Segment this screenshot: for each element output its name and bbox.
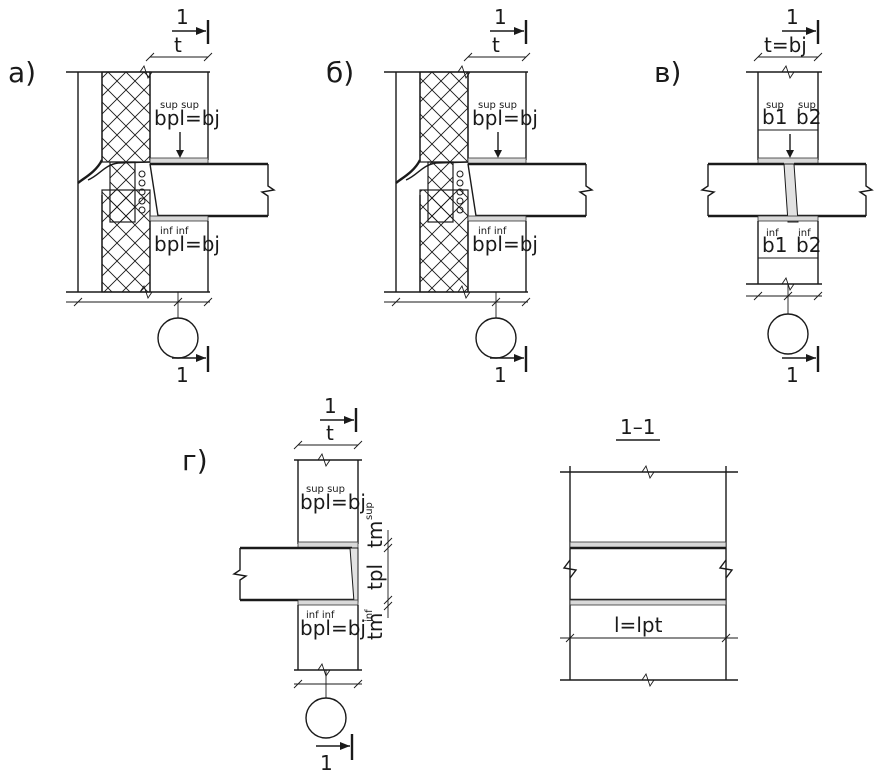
panel-g-section-mark-bottom: 1 [320,751,333,775]
panel-v-b1inf-index: inf [766,228,779,239]
panel-g-tmsup-index: sup [364,502,375,520]
panel-g-bsup-index: sup sup [306,484,345,495]
panel-g-tpl-label: tpl [363,564,387,590]
panel-a-binf-index: inf inf [160,226,189,237]
panel-g-tminf-label: tm [363,613,387,640]
panel-v-b1sup-label: b1 [762,105,787,129]
panel-b-section-mark-bottom: 1 [494,363,507,387]
panel-v-section-mark-top: 1 [786,5,799,29]
panel-b-binf-index: inf inf [478,226,507,237]
panel-b-bsup-index: sup sup [478,100,517,111]
panel-g-tminf-index: inf [364,609,375,622]
panel-a: а) t [8,5,276,387]
section-title: 1–1 [620,415,655,439]
panel-v-b2sup-label: b2 [796,105,821,129]
panel-v-letter: в) [654,56,681,89]
panel-v-b2sup-index: sup [798,100,816,111]
panel-v-b1inf-label: b1 [762,233,787,257]
panel-a-letter: а) [8,56,36,89]
panel-b-binf-label: bpl=bj [472,232,538,256]
panel-g-tmsup-label: tm [363,521,387,548]
panel-g-binf-label: bpl=bj [300,616,366,640]
panel-v-b2inf-index: inf [798,228,811,239]
panel-a-t-label: t [174,33,182,57]
panel-g-t-label: t [326,421,334,445]
panel-g-section-mark-top: 1 [324,394,337,418]
panel-b-bsup-label: bpl=bj [472,106,538,130]
panel-a-bsup-label: bpl=bj [154,106,220,130]
panel-g-bsup-label: bpl=bj [300,490,366,514]
panel-v: в) t=bj 1 sup sup b1 b2 inf inf [654,5,874,387]
panel-b-t-label: t [492,33,500,57]
panel-g-binf-index: inf inf [306,610,335,621]
panel-g: г) t 1 sup sup bpl=bj inf inf bpl=bj sup [182,394,393,775]
section-length-label: l=lpt [614,613,663,637]
panel-v-t-label: t=bj [764,33,807,57]
panel-a-section-mark-top: 1 [176,5,189,29]
panel-b: б) t 1 sup sup bpl=bj [326,5,594,387]
panel-v-b2inf-label: b2 [796,233,821,257]
panel-b-section-mark-top: 1 [494,5,507,29]
panel-g-letter: г) [182,444,208,477]
panel-a-bsup-index: sup sup [160,100,199,111]
panel-v-b1sup-index: sup [766,100,784,111]
panel-v-section-mark-bottom: 1 [786,363,799,387]
panel-a-section-mark-bottom: 1 [176,363,189,387]
section-1-1: 1–1 l=lpt [560,415,738,688]
panel-a-binf-label: bpl=bj [154,232,220,256]
panel-b-letter: б) [326,56,354,89]
